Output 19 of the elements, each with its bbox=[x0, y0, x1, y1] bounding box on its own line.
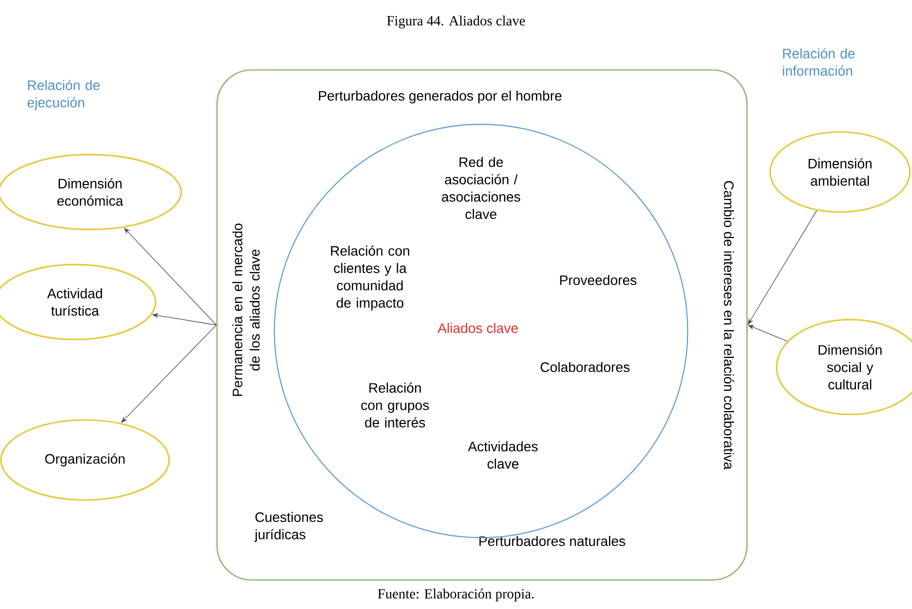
box-text: Permanencia en el mercado de los aliados clave bbox=[232, 224, 260, 396]
ellipse-node: Organización bbox=[0, 419, 170, 501]
source-caption: Fuente: Elaboración propia. bbox=[378, 588, 534, 602]
box-text: Cuestiones jurídicas bbox=[254, 512, 323, 542]
circle-text: Relación con grupos de interés bbox=[361, 382, 429, 428]
box-text: Perturbadores generados por el hombre bbox=[319, 90, 562, 104]
circle-text: Red de asociación / asociaciones clave bbox=[442, 156, 520, 220]
box-text: Cambio de intereses en la relación colaborativa bbox=[724, 181, 734, 470]
figure-title: Figura 44. Aliados clave bbox=[387, 16, 525, 28]
arrow bbox=[748, 210, 818, 325]
circle-text: Colaboradores bbox=[540, 362, 630, 372]
relation-label: Relación de ejecución bbox=[28, 80, 100, 110]
circle-text: Proveedores bbox=[560, 274, 636, 286]
ellipse-node: Dimensión ambiental bbox=[769, 131, 911, 213]
circle-text: Actividades clave bbox=[468, 441, 538, 469]
box-text: Perturbadores naturales bbox=[479, 536, 626, 546]
circle-text: Relación con clientes y la comunidad de impacto bbox=[331, 246, 410, 310]
circle-text: Aliados clave bbox=[438, 322, 518, 334]
relation-label: Relación de información bbox=[782, 48, 855, 76]
